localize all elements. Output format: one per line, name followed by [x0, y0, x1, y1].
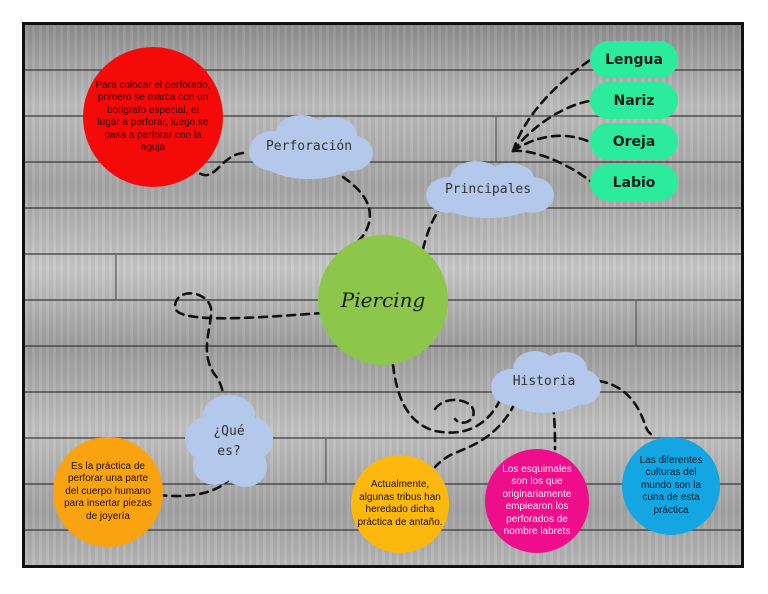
center-node[interactable]: Piercing [318, 235, 448, 365]
note-que-es-text: Es la práctica de perforar una parte del… [64, 460, 152, 522]
item-nariz[interactable]: Nariz [590, 82, 678, 119]
cloud-shape [249, 115, 373, 179]
link-center-perforacion [341, 175, 372, 247]
link-principales-nariz [511, 99, 592, 153]
center-label: Piercing [340, 288, 426, 312]
node-principales[interactable]: Principales [418, 159, 558, 221]
link-historia-actualmente [433, 401, 517, 469]
link-principales-oreja [511, 134, 592, 153]
wood-seam [115, 255, 117, 299]
link-historia-loop [433, 398, 475, 424]
wood-seam [325, 439, 327, 483]
note-actualmente-text: Actualmente, algunas tribus han heredado… [357, 479, 443, 528]
link-center-que-es [173, 292, 325, 397]
node-que-es-line2: es? [217, 444, 241, 459]
node-principales-label: Principales [444, 182, 532, 197]
wood-seam [495, 117, 497, 161]
cloud-shape [426, 161, 554, 218]
item-lengua[interactable]: Lengua [590, 41, 678, 78]
note-diferentes-culturas-text: Las diferentes culturas del mundo son la… [639, 454, 703, 516]
wood-seam [635, 301, 637, 345]
link-center-historia [391, 363, 505, 434]
node-historia-label: Historia [512, 374, 576, 389]
node-que-es-label: ¿Qué es? [183, 393, 275, 491]
item-labio[interactable]: Labio [590, 164, 678, 201]
note-actualmente: Actualmente, algunas tribus han heredado… [351, 455, 449, 553]
note-diferentes-culturas: Las diferentes culturas del mundo son la… [622, 437, 720, 535]
cloud-shape [185, 395, 273, 487]
cloud-shape [491, 351, 601, 413]
link-principales-lengua [511, 58, 592, 153]
node-que-es[interactable]: ¿Qué es? [183, 393, 275, 491]
note-que-es: Es la práctica de perforar una parte del… [53, 437, 163, 547]
note-perforacion: Para colocar el perforado, primero se ma… [83, 47, 223, 187]
node-que-es-line1: ¿Qué [213, 424, 245, 439]
link-historia-diferentes [597, 379, 657, 439]
note-esquimales: Los esquimales son los que originariamen… [485, 449, 589, 553]
node-perforacion-label: Perforación [265, 139, 353, 154]
node-historia[interactable]: Historia [485, 347, 603, 417]
note-esquimales-text: Los esquimales son los que originariamen… [502, 463, 572, 538]
note-perforacion-text: Para colocar el perforado, primero se ma… [95, 79, 211, 154]
mindmap-board: Para colocar el perforado, primero se ma… [22, 22, 744, 568]
item-oreja[interactable]: Oreja [590, 123, 678, 160]
link-principales-labio [511, 149, 592, 183]
node-perforacion[interactable]: Perforación [239, 111, 379, 183]
